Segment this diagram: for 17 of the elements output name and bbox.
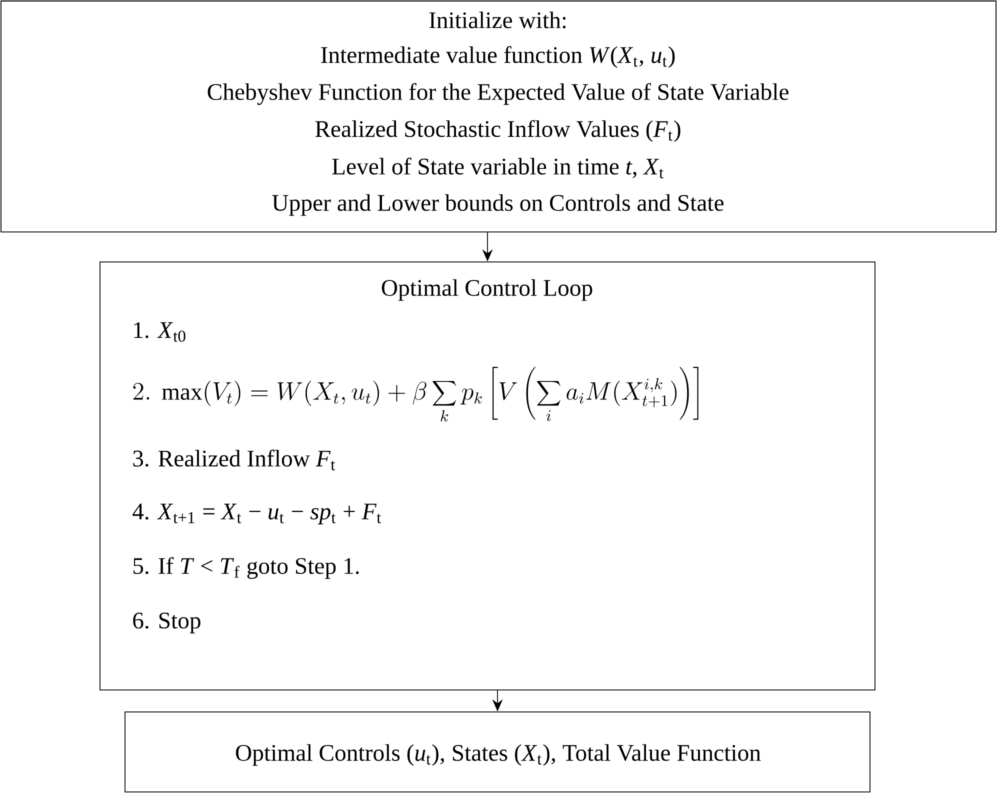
box-text: Realized Stochastic Inflow Values (F$_{t}$) [315,120,680,142]
list-item: 6. Stop [133,612,200,634]
box-heading: Initialize with: [429,12,566,28]
list-item: 1. X$_{t0}$ [134,322,186,342]
box-text: Optimal Controls (u$_{t}$), States (X$_{t}$), Total Value Function [236,744,761,766]
box-heading: Optimal Control Loop [382,279,592,301]
process-box [124,712,870,792]
process-box [0,0,996,232]
list-item: 5. If T < T$_{f}$ goto Step 1. [134,557,359,579]
list-item: 3. Realized Inflow F$_{t}$ [133,450,336,470]
list-item: $2.\ \max(V_t) = W(X_t,u_t) + \beta \sum_k p_k \left[ V \left( \sum_i a_i M(X^{i,k}_{t+1}) \right) \right]$ [133,366,698,422]
box-text: Intermediate value function W(X$_{t}$, u$_{t}$) [321,46,675,68]
box-text: Chebyshev Function for the Expected Value of State Variable [208,83,788,105]
process-box [100,262,876,690]
list-item: 4. X$_{t+1}$ = X$_{t}$ − u$_{t}$ − sp$_{t}$ + F$_{t}$ [132,504,382,524]
box-text: Level of State variable in time t, X$_{t}$ [332,158,664,178]
box-text: Upper and Lower bounds on Controls and State [272,194,724,216]
